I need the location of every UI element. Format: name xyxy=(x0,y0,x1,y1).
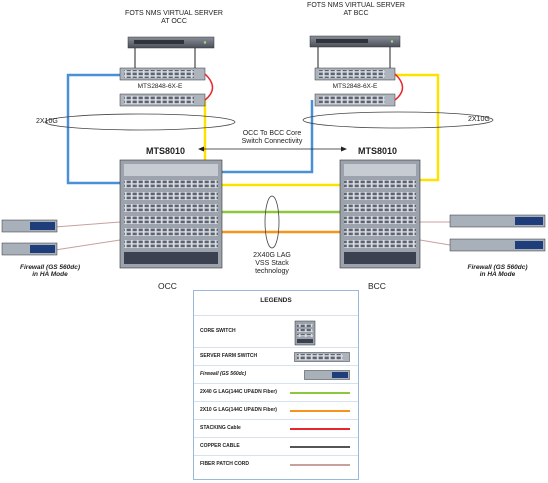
core-switch-occ-label: MTS8010 xyxy=(146,146,186,156)
firewall-occ-1 xyxy=(1,219,58,233)
fiber-patch-occ-1 xyxy=(54,221,121,228)
server-occ-label: FOTS NMS VIRTUAL SERVER AT OCC xyxy=(114,10,234,26)
link-bundle-ellipse-left xyxy=(44,113,236,131)
legend-row-40g: 2X40 G LAG(144C UP&DN Fiber) xyxy=(194,383,358,402)
firewall-occ-label-line2: in HA Mode xyxy=(32,271,68,278)
legend-row-firewall: Firewall (GS 560dc) xyxy=(194,365,358,384)
firewall-bcc-label-line1: Firewall (GS 560dc) xyxy=(467,264,528,271)
farm-switch-bcc-1 xyxy=(314,67,396,81)
firewall-bcc-label: Firewall (GS 560dc) in HA Mode xyxy=(455,264,540,278)
stacking-cable-bcc xyxy=(394,73,404,101)
link-label-left-10g: 2X10G xyxy=(36,118,58,125)
legend-row-copper: COPPER CABLE xyxy=(194,437,358,456)
legend-core-switch-icon xyxy=(294,320,316,346)
legend-row-10g: 2X10 G LAG(144C UP&DN Fiber) xyxy=(194,401,358,420)
legend-title: LEGENDS xyxy=(260,297,292,304)
server-bcc xyxy=(309,35,401,48)
core-switch-occ xyxy=(119,159,223,269)
farm-switch-bcc-label: MTS2848-6X-E xyxy=(332,83,378,90)
legend-row-copper-label: COPPER CABLE xyxy=(200,443,240,449)
legend-row-core-label: CORE SWITCH xyxy=(200,328,236,334)
farm-switch-occ-2 xyxy=(119,93,206,107)
core-connectivity-line2: Switch Connectivity xyxy=(241,138,303,145)
stacking-cable-occ xyxy=(204,73,214,101)
blue-10g-link-occ xyxy=(66,73,120,185)
farm-switch-occ-1 xyxy=(119,67,206,81)
lag-label-line1: 2X40G LAG xyxy=(253,252,291,259)
core-switch-bcc xyxy=(339,159,421,269)
link-bundle-ellipse-right xyxy=(302,111,494,129)
legend-firewall-icon xyxy=(304,370,350,380)
legend-row-stacking-label: STACKING Cable xyxy=(200,425,241,431)
fiber-patch-occ-2 xyxy=(54,239,121,251)
server-occ-label-line1: FOTS NMS VIRTUAL SERVER xyxy=(125,10,223,17)
server-bcc-label-line1: FOTS NMS VIRTUAL SERVER xyxy=(307,2,405,9)
link-label-right-10g: 2X10G xyxy=(468,116,490,123)
legend-stacking-swatch xyxy=(290,428,350,430)
core-switch-bcc-label: MTS8010 xyxy=(358,146,398,156)
legend-row-10g-label: 2X10 G LAG(144C UP&DN Fiber) xyxy=(200,407,277,413)
legend-copper-swatch xyxy=(290,446,350,448)
firewall-bcc-label-line2: in HA Mode xyxy=(479,271,516,278)
legend-row-farm: SERVER FARM SWITCH xyxy=(194,347,358,366)
firewall-occ-2 xyxy=(1,242,58,256)
site-label-occ: OCC xyxy=(158,281,177,291)
legend-40g-swatch xyxy=(290,392,350,394)
legend-row-firewall-label: Firewall (GS 560dc) xyxy=(200,371,247,377)
arrow-head-left xyxy=(198,146,204,152)
fiber-patch-bcc-2 xyxy=(419,239,451,246)
server-occ-label-line2: AT OCC xyxy=(161,18,187,25)
firewall-bcc-2 xyxy=(449,238,546,252)
farm-switch-occ-label: MTS2848-6X-E xyxy=(137,83,183,90)
core-connectivity-label: OCC To BCC Core Switch Connectivity xyxy=(222,130,322,146)
legend-row-fiber-label: FIBER PATCH CORD xyxy=(200,461,249,467)
legend-row-farm-label: SERVER FARM SWITCH xyxy=(200,353,258,359)
server-occ xyxy=(127,36,215,49)
lag-bundle-ellipse xyxy=(264,195,280,249)
core-connectivity-line1: OCC To BCC Core xyxy=(242,130,302,137)
legend-fiber-swatch xyxy=(290,464,350,466)
legend-row-40g-label: 2X40 G LAG(144C UP&DN Fiber) xyxy=(200,389,277,395)
legend-row-fiber: FIBER PATCH CORD xyxy=(194,455,358,474)
legend-row-stacking: STACKING Cable xyxy=(194,419,358,438)
lag-label-line3: technology xyxy=(255,268,289,275)
firewall-bcc-1 xyxy=(449,214,546,228)
firewall-occ-label: Firewall (GS 560dc) in HA Mode xyxy=(10,264,90,278)
server-bcc-label: FOTS NMS VIRTUAL SERVER AT BCC xyxy=(296,2,416,18)
farm-switch-bcc-2 xyxy=(314,93,396,107)
legend-farm-switch-icon xyxy=(294,352,350,362)
legend-box: LEGENDS CORE SWITCH SERVER FARM SWITCH F… xyxy=(193,290,359,480)
server-bcc-label-line2: AT BCC xyxy=(343,10,369,17)
lag-label: 2X40G LAG VSS Stack technology xyxy=(237,252,307,276)
legend-10g-swatch xyxy=(290,410,350,412)
legend-row-core: CORE SWITCH xyxy=(194,315,358,348)
blue-10g-link-bcc xyxy=(222,100,314,174)
lag-label-line2: VSS Stack xyxy=(255,260,289,267)
firewall-occ-label-line1: Firewall (GS 560dc) xyxy=(20,264,80,271)
arrow-head-right xyxy=(341,146,347,152)
site-label-bcc: BCC xyxy=(368,281,386,291)
